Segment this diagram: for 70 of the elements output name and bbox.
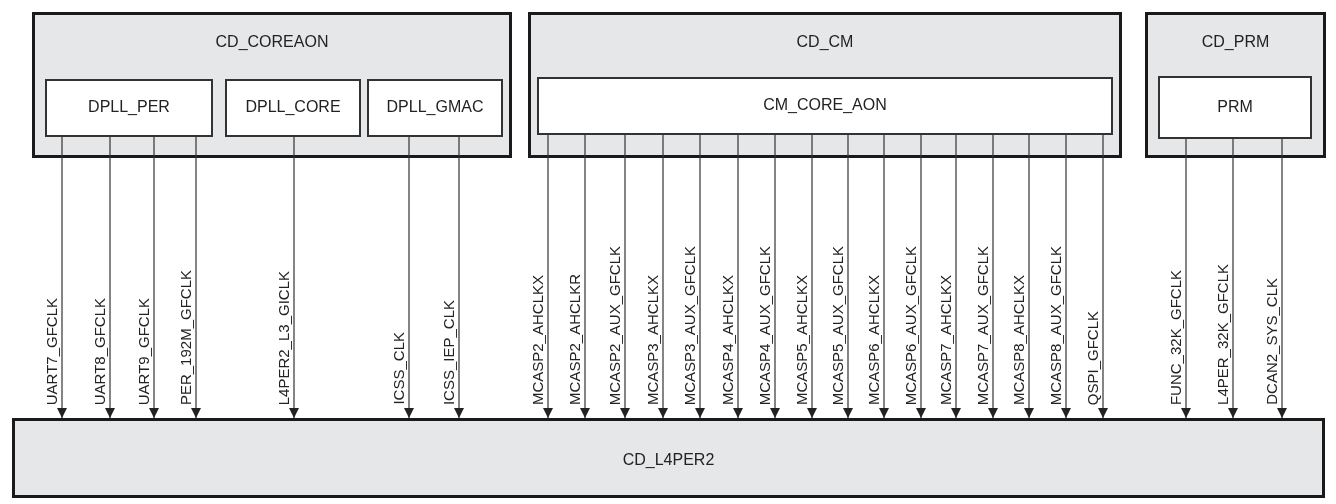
signal-label: MCASP3_AUX_GFCLK — [681, 246, 698, 406]
signal-label: ICSS_CLK — [390, 332, 407, 405]
signal-label: DCAN2_SYS_CLK — [1263, 278, 1280, 405]
signal-label: L4PER_32K_GFCLK — [1214, 264, 1231, 405]
signal-label: MCASP2_AHCLKR — [566, 274, 583, 405]
clock-block-box — [1158, 76, 1312, 139]
clock-block-box — [367, 79, 503, 137]
clock-block-box — [537, 77, 1113, 135]
signal-label: MCASP6_AUX_GFCLK — [902, 246, 919, 406]
block-label: PRM — [1216, 98, 1254, 116]
signal-label: MCASP6_AHCLKX — [865, 275, 882, 406]
signal-label: MCASP5_AUX_GFCLK — [829, 246, 846, 406]
arrow — [289, 136, 299, 419]
block-label: CD_COREAON — [214, 33, 330, 51]
signal-label: MCASP5_AHCLKX — [793, 275, 810, 406]
signal-label: MCASP4_AHCLKX — [719, 275, 736, 406]
signal-label: MCASP2_AHCLKX — [529, 275, 546, 406]
arrow — [543, 134, 553, 419]
signal-label: MCASP7_AHCLKX — [937, 275, 954, 406]
signal-label: MCASP8_AUX_GFCLK — [1047, 246, 1064, 406]
arrow — [149, 136, 159, 419]
clock-domain-box — [32, 12, 512, 158]
signal-label: PER_192M_GFCLK — [177, 270, 194, 406]
arrow — [1181, 138, 1191, 419]
arrow — [1061, 134, 1071, 419]
arrow — [1228, 138, 1238, 419]
arrow — [1024, 134, 1034, 419]
arrow — [658, 134, 668, 419]
clock-domain-box — [1145, 12, 1326, 158]
signal-label: ICSS_IEP_CLK — [440, 300, 457, 406]
signal-label: L4PER2_L3_GICLK — [275, 271, 292, 406]
signal-label: MCASP4_AUX_GFCLK — [756, 246, 773, 406]
arrow — [580, 134, 590, 419]
arrow — [879, 134, 889, 419]
arrow — [733, 134, 743, 419]
arrow — [105, 136, 115, 419]
signal-label: UART8_GFCLK — [91, 298, 108, 406]
clock-domain-box — [528, 12, 1122, 158]
arrow — [988, 134, 998, 419]
signal-label: QSPI_GFCLK — [1084, 311, 1101, 406]
arrow — [695, 134, 705, 419]
block-label: DPLL_CORE — [244, 98, 342, 116]
clock-block-box — [225, 79, 361, 137]
arrow — [57, 136, 67, 419]
arrow — [454, 136, 464, 419]
arrow — [770, 134, 780, 419]
arrow — [1277, 138, 1287, 419]
arrow — [807, 134, 817, 419]
signal-label: MCASP8_AHCLKX — [1010, 275, 1027, 406]
signal-label: UART9_GFCLK — [135, 298, 152, 406]
arrow — [843, 134, 853, 419]
block-label: CD_PRM — [1200, 33, 1271, 51]
arrow — [916, 134, 926, 419]
block-label: CD_L4PER2 — [621, 451, 716, 469]
clock-block-box — [45, 79, 213, 137]
arrow — [1098, 134, 1108, 419]
signal-label: UART7_GFCLK — [43, 298, 60, 406]
block-label: CM_CORE_AON — [762, 96, 888, 114]
signal-label: MCASP7_AUX_GFCLK — [974, 246, 991, 406]
signal-label: MCASP2_AUX_GFCLK — [606, 246, 623, 406]
signal-label: MCASP3_AHCLKX — [644, 275, 661, 406]
arrow — [620, 134, 630, 419]
block-label: DPLL_PER — [87, 98, 171, 116]
block-label: DPLL_GMAC — [385, 98, 485, 116]
arrow — [404, 136, 414, 419]
clock-domain-box — [12, 418, 1325, 498]
arrow — [191, 136, 201, 419]
arrow — [951, 134, 961, 419]
block-label: CD_CM — [795, 33, 855, 51]
signal-label: FUNC_32K_GFCLK — [1167, 270, 1184, 406]
